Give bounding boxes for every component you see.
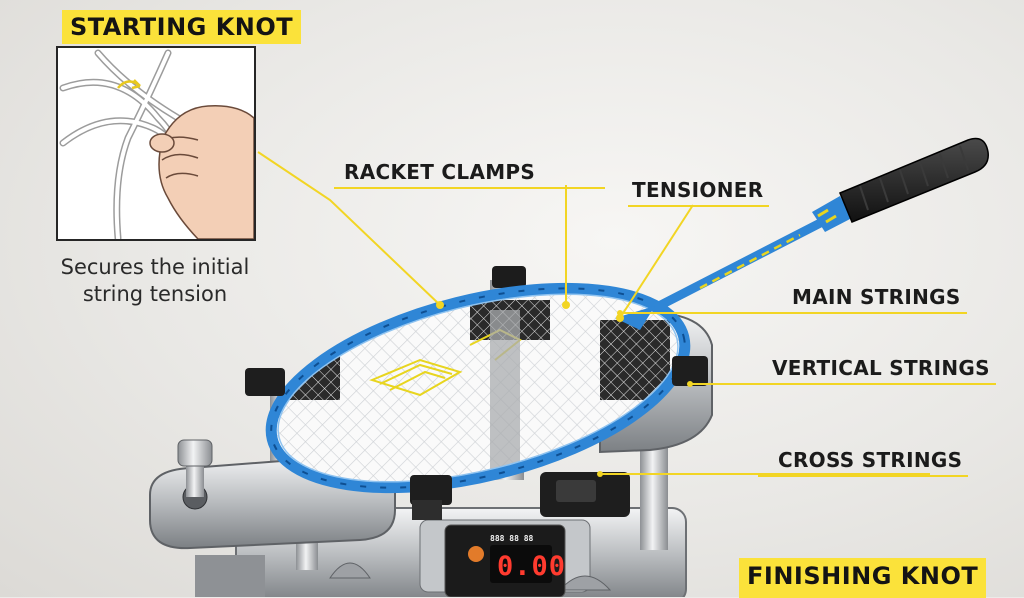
tensioner-label: TENSIONER <box>628 178 770 207</box>
cross-strings-label: CROSS STRINGS <box>758 448 969 477</box>
racket-frame <box>265 213 835 494</box>
racket-grip <box>812 137 989 232</box>
hand <box>149 105 254 239</box>
starting-knot-inset <box>56 46 256 241</box>
racket-clamps-label: RACKET CLAMPS <box>334 160 606 189</box>
caption-line-2: string tension <box>82 282 228 306</box>
starting-knot-caption: Secures the initial string tension <box>40 254 270 308</box>
main-strings-label: MAIN STRINGS <box>762 285 967 314</box>
cross-strings-text: CROSS STRINGS <box>778 448 963 472</box>
vertical-strings-label: VERTICAL STRINGS <box>752 356 996 385</box>
display-header: 888 88 88 <box>490 534 534 543</box>
tensioner-underline <box>628 205 770 207</box>
control-display <box>444 524 566 597</box>
knot-hand-illustration <box>59 49 254 239</box>
main-strings-underline <box>762 312 967 314</box>
racket-clamps-text: RACKET CLAMPS <box>344 160 536 184</box>
display-readout: 0.00 <box>497 551 567 582</box>
caption-line-1: Secures the initial <box>60 255 250 279</box>
starting-knot-label: STARTING KNOT <box>62 10 302 44</box>
racket-clamps-underline <box>334 187 606 189</box>
vertical-strings-text: VERTICAL STRINGS <box>772 356 990 380</box>
tensioner-text: TENSIONER <box>632 178 764 202</box>
finishing-knot-label: FINISHING KNOT <box>739 558 987 598</box>
vertical-strings-underline <box>752 383 996 385</box>
leader-dots <box>436 301 693 477</box>
main-strings-text: MAIN STRINGS <box>792 285 961 309</box>
frame-clamps <box>245 356 708 520</box>
cross-strings-underline <box>758 475 969 477</box>
